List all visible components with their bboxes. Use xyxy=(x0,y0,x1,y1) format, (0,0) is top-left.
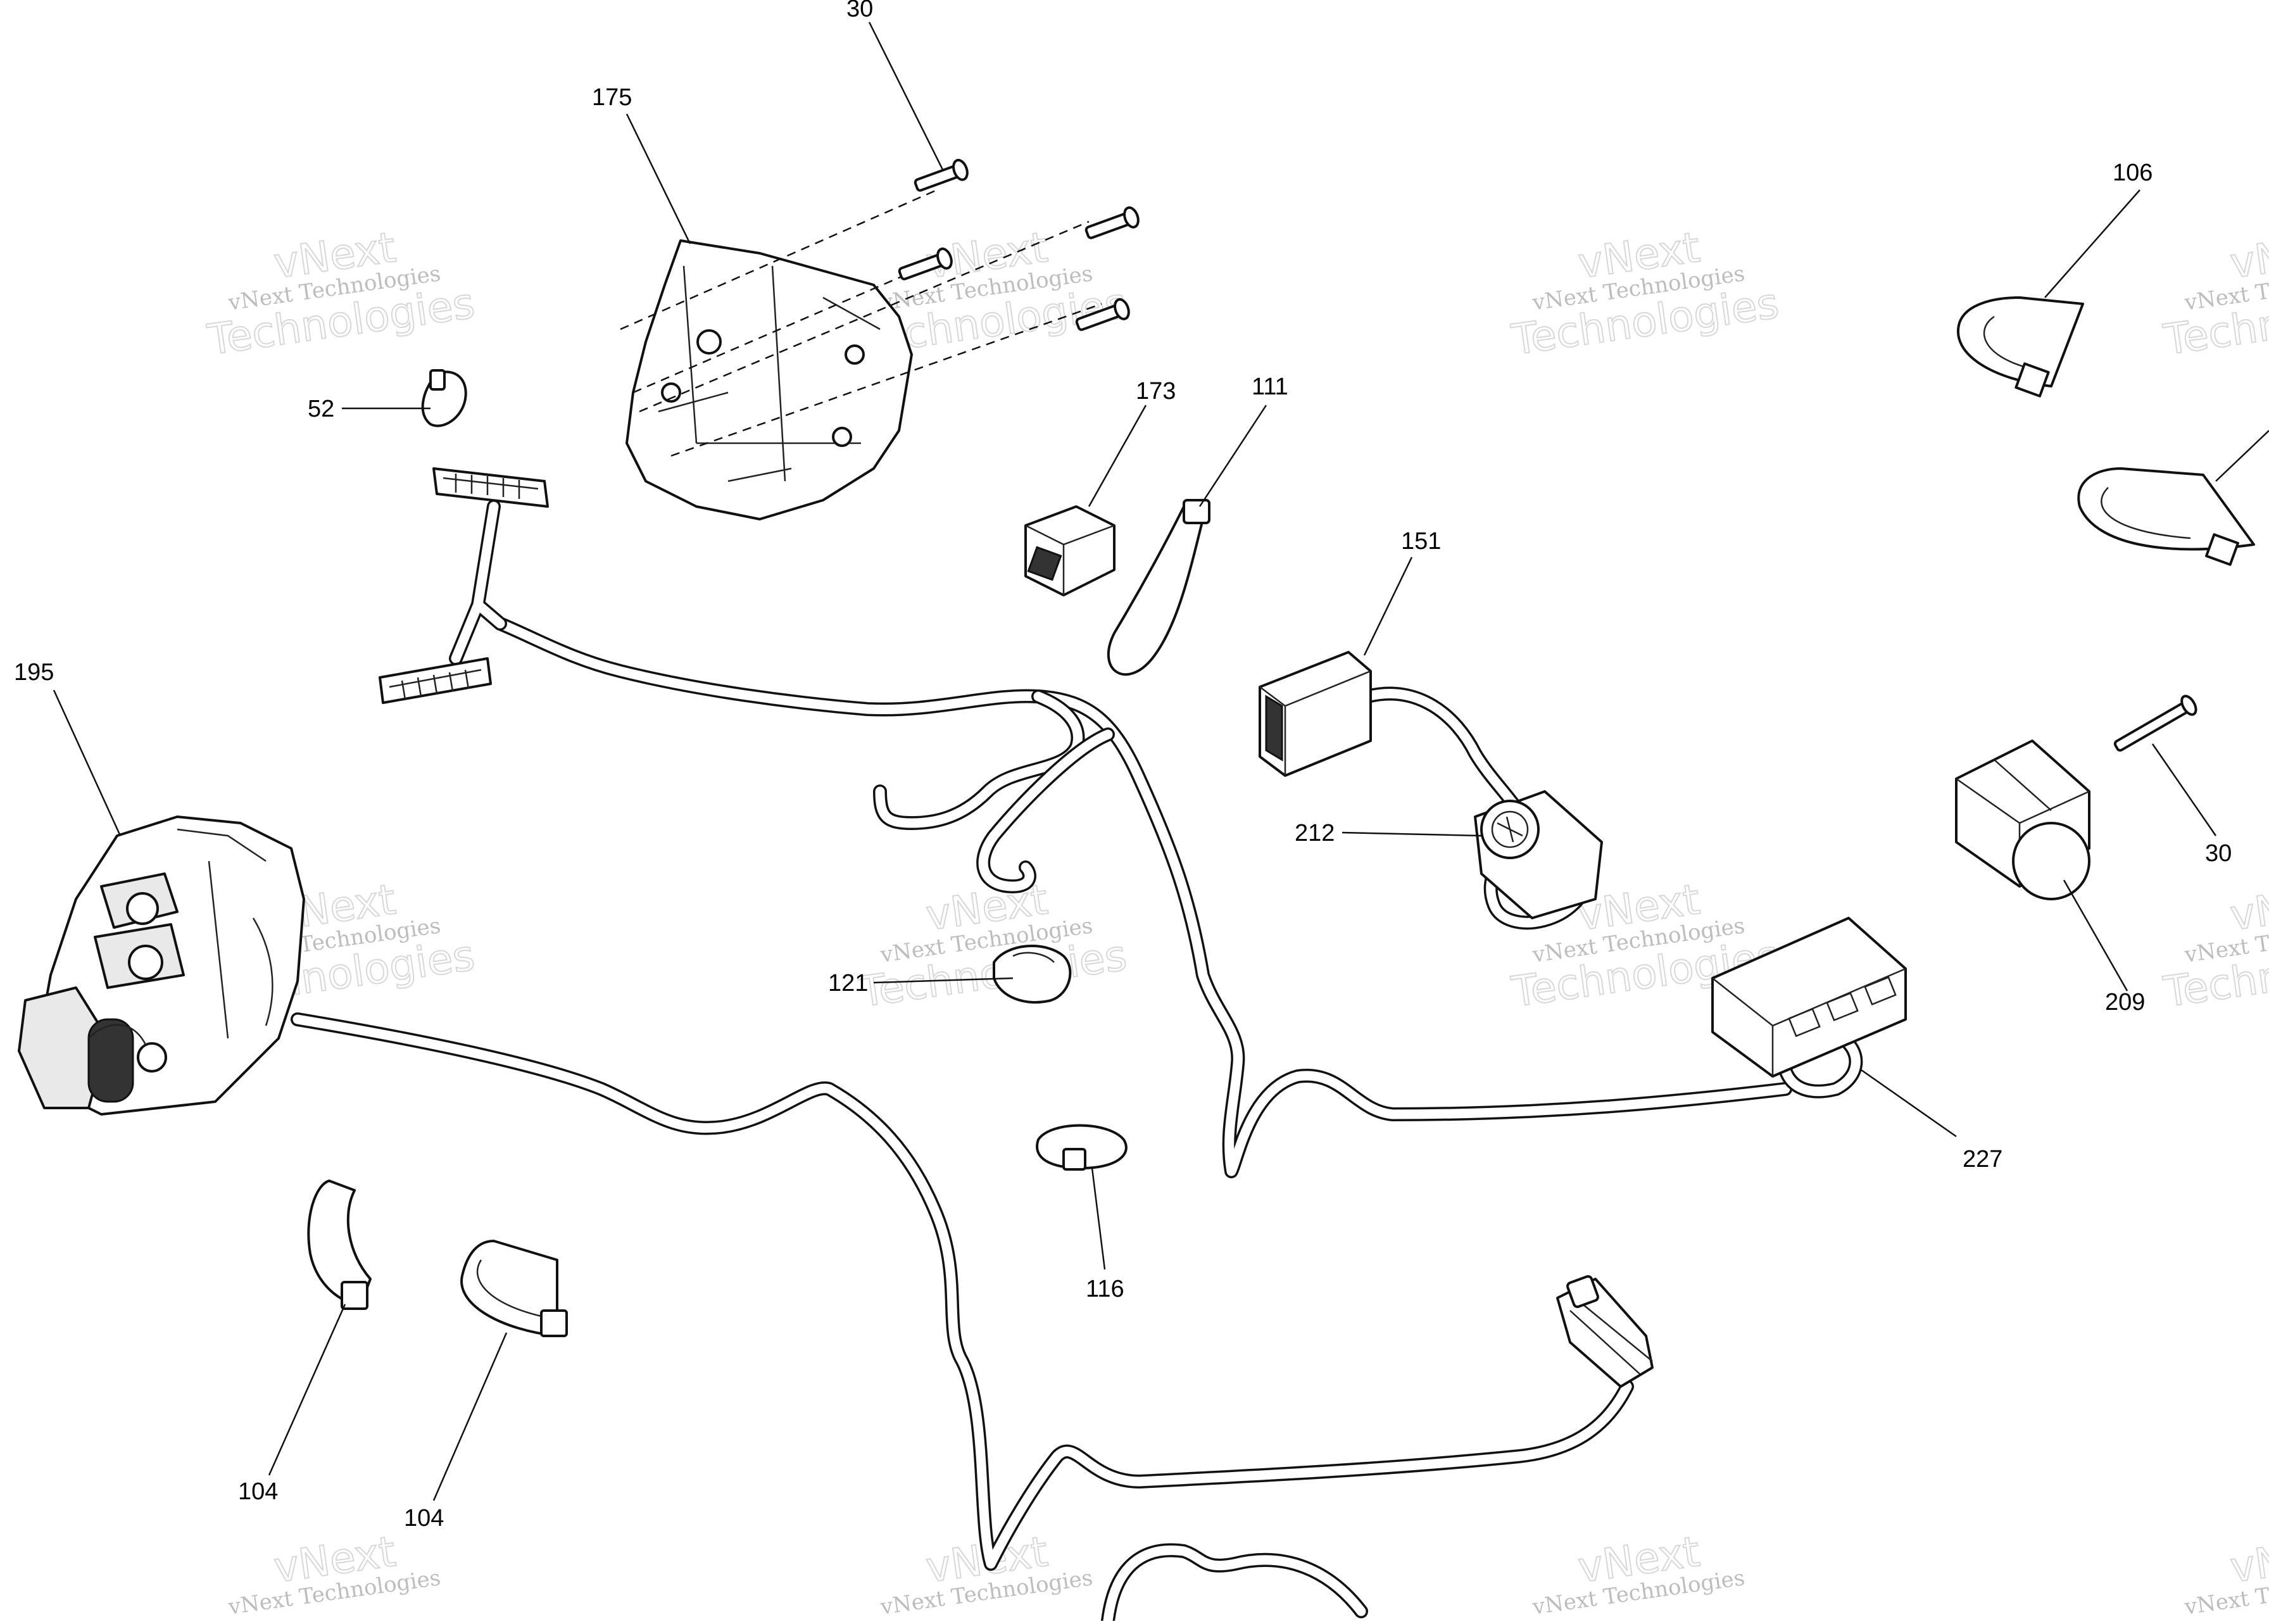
cover-housing-body xyxy=(625,239,913,520)
watermark: vNext vNext Technologies xyxy=(1530,1526,1746,1620)
callout-52: 52 xyxy=(308,396,334,422)
watermark: vNext vNext Technologies Technologies xyxy=(856,874,1131,1017)
connector-block xyxy=(1024,505,1116,596)
round-connector xyxy=(1474,790,1603,919)
watermark: vNext vNext Technologies Technologies xyxy=(2160,874,2269,1017)
harness-module-loop-core xyxy=(1780,1033,1861,1097)
harness-branch-mid2 xyxy=(976,727,1115,893)
callout-212: 212 xyxy=(1295,820,1335,847)
relay-connector xyxy=(1259,651,1372,777)
small-clip xyxy=(421,369,467,427)
wiring-harness xyxy=(291,500,1863,1624)
harness-branch-mid-core xyxy=(875,691,1083,828)
leader-151 xyxy=(1363,557,1413,656)
leader-104b xyxy=(432,1332,508,1501)
leader-195 xyxy=(53,689,122,836)
leader-173 xyxy=(1088,405,1147,507)
callout-111: 111 xyxy=(1252,374,1288,400)
cable-strap xyxy=(1107,499,1210,676)
watermark: vNext vNext Technologies Technologies xyxy=(204,222,479,365)
control-module xyxy=(1711,917,1907,1078)
screws xyxy=(898,158,1140,331)
screw-axis-lines xyxy=(620,189,1102,457)
screw xyxy=(1084,206,1140,239)
cable-strap-104-right xyxy=(460,1240,568,1337)
switch-button-icon xyxy=(126,892,159,925)
callout-104-second: 104 xyxy=(404,1505,444,1532)
cable-strap-104-left xyxy=(307,1180,372,1310)
harness-upper-branch-core xyxy=(495,619,1790,1176)
strap-clamp xyxy=(1036,1124,1128,1171)
watermark: vNext vNext Technologies Technologies xyxy=(2160,222,2269,365)
connector-20pin xyxy=(432,467,549,508)
leader-116 xyxy=(1091,1168,1106,1270)
connector-16pin xyxy=(379,657,492,704)
leader-right-strap xyxy=(2215,430,2269,482)
switch-thumb-toggle[interactable] xyxy=(87,1018,134,1103)
watermark: vNext vNext Technologies xyxy=(226,1526,442,1620)
leader-212 xyxy=(1342,831,1482,837)
switch-trigger[interactable] xyxy=(18,986,109,1109)
switch-button-round[interactable] xyxy=(137,1042,167,1073)
cable-strap-head xyxy=(1183,499,1210,524)
leader-121 xyxy=(873,977,1014,984)
cover-housing-ribs xyxy=(658,265,881,482)
harness-bottom-loop-core xyxy=(1103,1545,1366,1624)
callout-227: 227 xyxy=(1963,1146,2002,1173)
screw xyxy=(898,247,953,280)
watermark: vNext vNext Technologies Technologies xyxy=(1508,222,1783,365)
callout-175: 175 xyxy=(592,84,632,111)
grommet xyxy=(993,945,1072,1004)
cover-housing-boss xyxy=(845,344,865,365)
cover-housing-boss xyxy=(696,329,722,355)
callouts: 30 175 106 52 173 111 151 195 212 30 209… xyxy=(14,0,2232,1532)
leader-30a xyxy=(868,22,945,172)
leader-209 xyxy=(2063,879,2128,991)
weatherproof-connector xyxy=(1556,1275,1654,1388)
leader-lines xyxy=(53,22,2269,1501)
watermark-text: vNext xyxy=(2227,223,2269,288)
leader-30b xyxy=(2151,743,2217,836)
harness-lower-branch-core xyxy=(292,1014,1632,1569)
callout-30-pin: 30 xyxy=(2205,840,2232,867)
switch-housing xyxy=(18,815,305,1116)
screw xyxy=(914,158,969,192)
pin xyxy=(2113,695,2197,752)
harness-branch-mid2-core xyxy=(978,729,1113,891)
callout-209: 209 xyxy=(2105,989,2145,1016)
callout-173: 173 xyxy=(1136,378,1176,405)
watermark-text: vNext xyxy=(2227,1527,2269,1592)
watermarks: vNext vNext Technologies Technologies vN… xyxy=(204,222,2269,1620)
leader-111 xyxy=(1198,405,1267,507)
cover-housing xyxy=(620,189,1102,520)
cover-housing-boss xyxy=(832,427,852,447)
callout-195: 195 xyxy=(14,659,54,686)
cable-strap-106 xyxy=(1957,296,2084,398)
leader-104a xyxy=(268,1304,346,1476)
watermark-text: vNext xyxy=(2227,875,2269,940)
leader-106 xyxy=(2044,189,2140,298)
screw xyxy=(1075,298,1130,331)
watermark: vNext vNext Technologies xyxy=(2182,1526,2269,1620)
cable-strap-right xyxy=(2077,467,2255,566)
callout-116: 116 xyxy=(1086,1276,1124,1302)
callout-30: 30 xyxy=(846,0,873,22)
callout-151: 151 xyxy=(1401,528,1441,555)
leader-175 xyxy=(625,113,691,244)
small-clip-tab xyxy=(429,369,446,391)
rubber-plug xyxy=(1955,740,2090,900)
callout-121: 121 xyxy=(828,970,868,997)
switch-button-icon xyxy=(128,945,163,980)
harness-branch-connectors-core xyxy=(451,501,505,664)
callout-104: 104 xyxy=(238,1478,278,1505)
callout-106: 106 xyxy=(2113,160,2153,186)
leader-227 xyxy=(1861,1069,1957,1138)
